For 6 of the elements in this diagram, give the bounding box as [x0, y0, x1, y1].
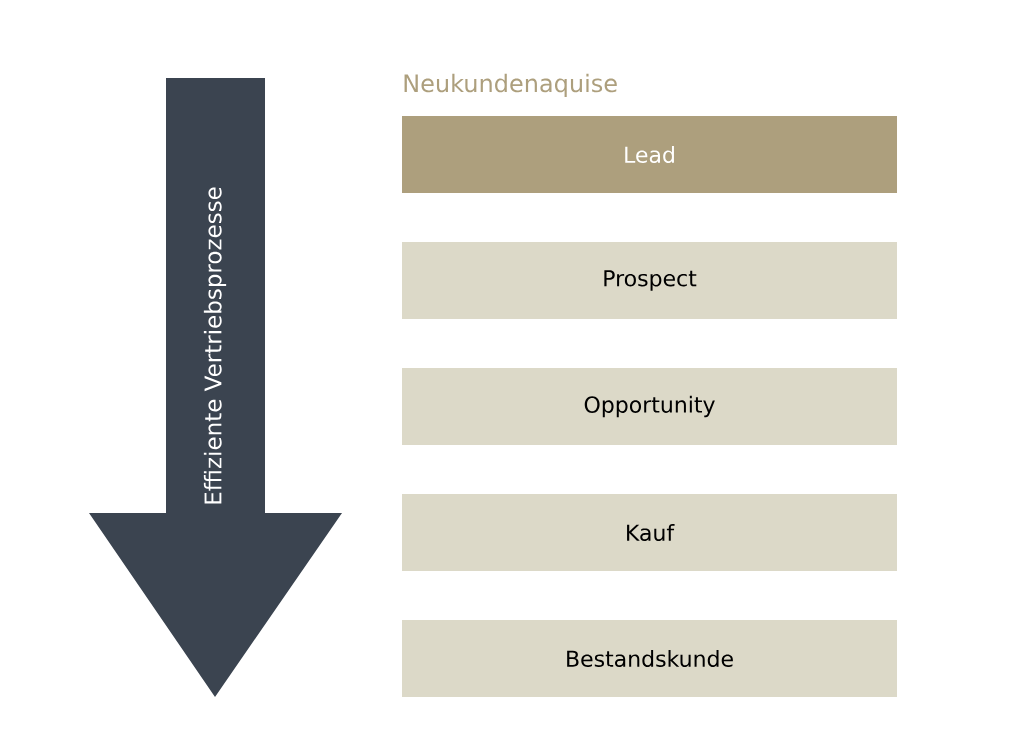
stage-box: Kauf	[402, 494, 897, 571]
stage-box: Opportunity	[402, 368, 897, 445]
stage-box: Lead	[402, 116, 897, 193]
stage-box: Prospect	[402, 242, 897, 319]
stage-box: Bestandskunde	[402, 620, 897, 697]
heading: Neukundenaquise	[404, 73, 617, 97]
